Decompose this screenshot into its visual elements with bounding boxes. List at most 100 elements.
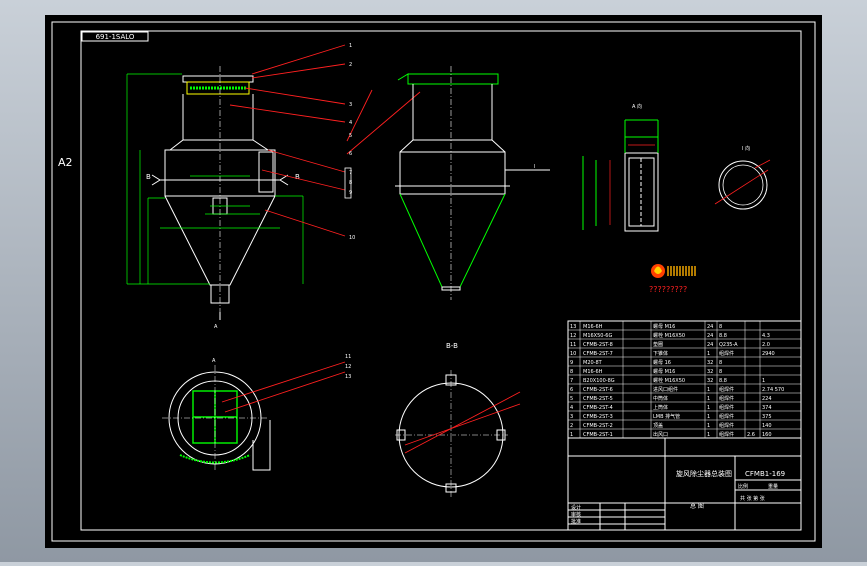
view-a-label-front: A (214, 324, 218, 330)
bom-cell: 9 (570, 360, 573, 366)
bom-cell: 组焊件 (719, 350, 734, 357)
bom-cell: 1 (707, 351, 710, 357)
bom-cell: CFMB-2ST-5 (583, 396, 613, 402)
view-a-label-plan: A (212, 358, 216, 364)
bom-cell: 2940 (762, 351, 775, 357)
bom-cell: 出风口 (653, 431, 668, 438)
bom-cell: CFMB-2ST-2 (583, 423, 613, 429)
sheet-count-label: 共 张 第 张 (740, 495, 765, 502)
bom-cell: B20X100-8G (583, 378, 615, 384)
view-a-title: A 向 (632, 103, 642, 110)
bom-cell: 140 (762, 423, 772, 429)
drawing-title: 旋风除尘器总装图 (676, 469, 732, 478)
bom-cell: CFMB-2ST-6 (583, 387, 613, 393)
inner-frame (80, 30, 802, 531)
callout-12: 12 (345, 364, 351, 370)
bom-cell: 3 (570, 414, 573, 420)
bom-cell: 11 (570, 342, 576, 348)
section-arrow-right (279, 174, 289, 186)
bom-cell: CFMB-2ST-8 (583, 342, 613, 348)
bom-cell: 组焊件 (719, 413, 734, 420)
bom-cell: 组焊件 (719, 395, 734, 402)
bom-cell: 375 (762, 414, 772, 420)
bom-cell: CFMB-2ST-4 (583, 405, 613, 411)
drawing-background (45, 15, 822, 548)
bom-cell: 10 (570, 351, 576, 357)
bom-cell: 8 (719, 324, 722, 330)
bom-cell: CFMB-2ST-7 (583, 351, 613, 357)
bom-cell: 组焊件 (719, 386, 734, 393)
callout-markers: 1 2 3 4 5 6 7 8 9 10 (344, 43, 355, 241)
bom-cell: 4.3 (762, 333, 770, 339)
bom-cell: M16-6H (583, 324, 603, 330)
bom-cell: 1 (707, 414, 710, 420)
callout-6: 6 (349, 151, 352, 157)
check-label: 审核 (571, 511, 581, 518)
section-arrow-left (151, 174, 161, 186)
bom-cell: 下锥体 (653, 350, 668, 357)
callout-1: 1 (349, 43, 352, 49)
bom-cell: 160 (762, 432, 772, 438)
bom-cell: 8.8 (719, 333, 727, 339)
bom-cell: 1 (707, 387, 710, 393)
bom-cell: 24 (707, 342, 713, 348)
callout-3: 3 (349, 102, 352, 108)
detail-view-circle (714, 159, 771, 210)
bom-cell: 1 (707, 396, 710, 402)
bom-cell: 1 (707, 423, 710, 429)
bom-cell: 2 (570, 423, 573, 429)
stamp-text: 691-1SALO (96, 33, 135, 41)
bom-cell: 13 (570, 324, 576, 330)
bom-cell: 24 (707, 333, 713, 339)
section-b-left: B (146, 173, 151, 181)
bom-cell: CFMB-2ST-1 (583, 432, 613, 438)
bom-cell: 8.8 (719, 378, 727, 384)
scale-label: 比例 (738, 483, 748, 490)
bom-cell: 8 (719, 369, 722, 375)
callout-4: 4 (349, 120, 352, 126)
callout-13: 13 (345, 374, 351, 380)
bom-cell: 32 (707, 360, 713, 366)
assembly-label: 总 图 (690, 502, 704, 510)
callout-7: 7 (349, 170, 352, 176)
callout-5: 5 (349, 133, 352, 139)
bom-cell: M16X50-6G (583, 333, 612, 339)
front-view-dimensions (126, 73, 304, 285)
sheet-size-label: A2 (58, 156, 73, 169)
bom-cell: M20-8T (583, 360, 603, 366)
detail-view-a (582, 119, 659, 232)
bom-cell: 32 (707, 378, 713, 384)
plan-view-a (162, 361, 346, 472)
bom-cell: 374 (762, 405, 772, 411)
watermark-text: ????????? (649, 285, 687, 294)
bom-cell: CFMB-2ST-3 (583, 414, 613, 420)
callout-10: 10 (349, 235, 355, 241)
bom-cell: 螺栓 M16X50 (653, 332, 685, 339)
view-b-title: I 向 (742, 145, 750, 152)
side-view (395, 66, 550, 300)
section-b-right: B (295, 173, 300, 181)
bom-cell: 螺母 M16 (653, 368, 675, 375)
callout-8: 8 (349, 180, 352, 186)
bom-cell: 螺母 16 (653, 359, 671, 366)
bom-cell: 6 (570, 387, 573, 393)
bom-cell: 中筒体 (653, 395, 668, 402)
bom-cell: 1 (707, 405, 710, 411)
outer-border (51, 21, 816, 542)
bom-cell: 上筒体 (653, 404, 668, 411)
bom-cell: LMB 排气管 (653, 413, 680, 420)
bom-cell: 顶盖 (653, 422, 663, 429)
bom-cell: 1 (570, 432, 573, 438)
detail-view-a-red-dims (609, 144, 655, 225)
bom-cell: Q235-A (719, 342, 738, 348)
watermark-logo (651, 264, 696, 278)
bom-cell: 组焊件 (719, 404, 734, 411)
bom-cell: M16-6H (583, 369, 603, 375)
bom-cell: 24 (707, 324, 713, 330)
title-block (567, 437, 802, 531)
weight-label: 重量 (768, 483, 778, 490)
callout-9: 9 (349, 190, 352, 196)
bom-cell: 7 (570, 378, 573, 384)
